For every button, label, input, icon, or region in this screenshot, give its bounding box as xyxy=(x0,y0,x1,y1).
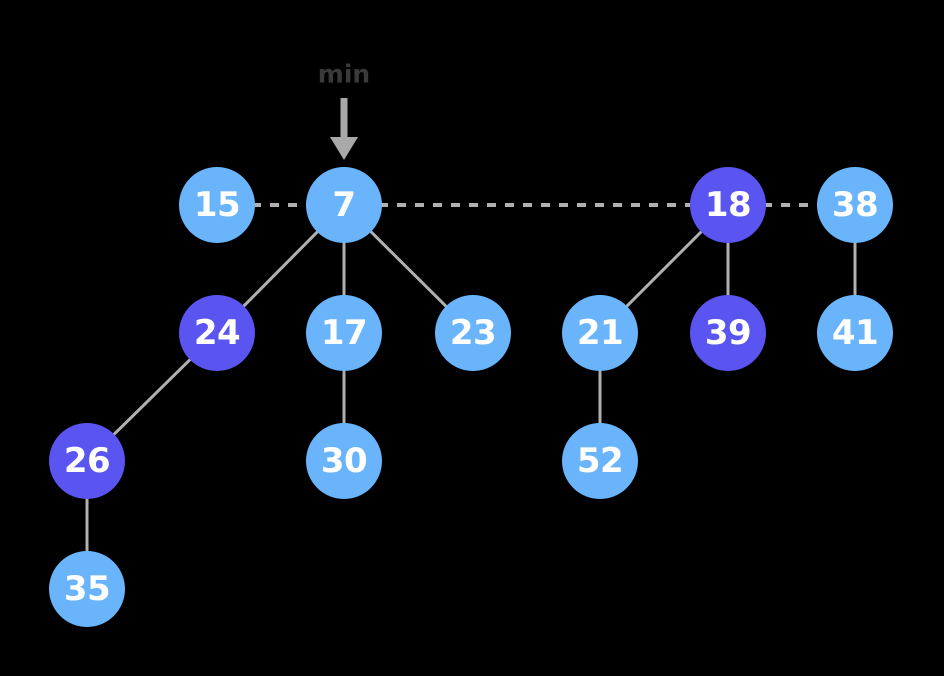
heap-node-value: 17 xyxy=(320,313,368,353)
heap-node-41[interactable]: 41 xyxy=(817,295,893,371)
heap-node-38[interactable]: 38 xyxy=(817,167,893,243)
heap-node-35[interactable]: 35 xyxy=(49,551,125,627)
heap-node-value: 38 xyxy=(831,185,879,225)
heap-node-23[interactable]: 23 xyxy=(435,295,511,371)
heap-node-26[interactable]: 26 xyxy=(49,423,125,499)
heap-node-52[interactable]: 52 xyxy=(562,423,638,499)
heap-node-value: 23 xyxy=(449,313,497,353)
heap-node-value: 41 xyxy=(831,313,879,353)
heap-node-value: 26 xyxy=(63,441,111,481)
heap-node-18[interactable]: 18 xyxy=(690,167,766,243)
heap-node-15[interactable]: 15 xyxy=(179,167,255,243)
heap-node-39[interactable]: 39 xyxy=(690,295,766,371)
min-pointer-label: min xyxy=(317,59,371,89)
heap-node-7[interactable]: 7 xyxy=(306,167,382,243)
heap-node-30[interactable]: 30 xyxy=(306,423,382,499)
heap-node-value: 30 xyxy=(320,441,368,481)
heap-node-17[interactable]: 17 xyxy=(306,295,382,371)
heap-node-value: 39 xyxy=(704,313,752,353)
heap-node-value: 24 xyxy=(193,313,241,353)
heap-node-21[interactable]: 21 xyxy=(562,295,638,371)
heap-node-24[interactable]: 24 xyxy=(179,295,255,371)
heap-node-value: 52 xyxy=(576,441,624,481)
heap-node-value: 21 xyxy=(576,313,624,353)
heap-node-value: 7 xyxy=(332,185,356,225)
heap-node-value: 18 xyxy=(704,185,752,225)
heap-node-value: 35 xyxy=(63,569,111,609)
heap-node-value: 15 xyxy=(193,185,241,225)
